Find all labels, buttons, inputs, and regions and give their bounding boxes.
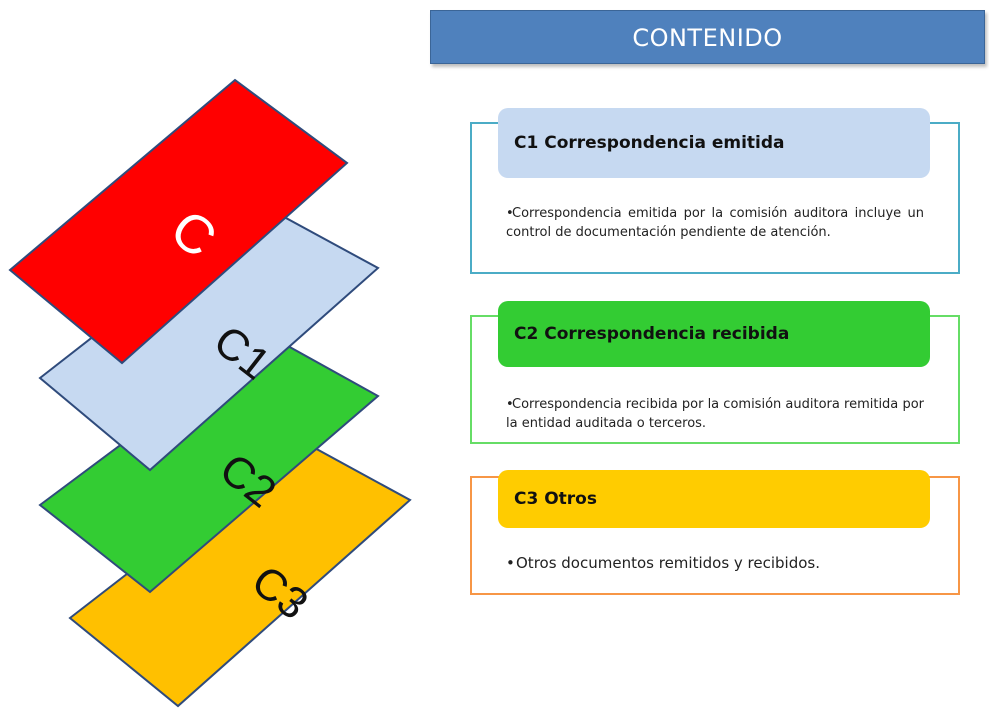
section-c1-description: •Correspondencia emitida por la comisión… [506, 204, 924, 242]
section-c3-bullet: • [506, 554, 515, 572]
section-c2-description: •Correspondencia recibida por la comisió… [506, 395, 924, 433]
section-c1-text: Correspondencia emitida por la comisión … [506, 206, 924, 240]
section-c3-text: Otros documentos remitidos y recibidos. [516, 554, 820, 572]
section-c2-title: C2 Correspondencia recibida [498, 301, 930, 367]
stacked-cards-illustration: C3 C2 C1 C [8, 78, 412, 708]
section-c3-title: C3 Otros [498, 470, 930, 528]
section-c2: C2 Correspondencia recibida •Corresponde… [470, 301, 960, 444]
section-c3: C3 Otros •Otros documentos remitidos y r… [470, 470, 960, 595]
section-c2-text: Correspondencia recibida por la comisión… [506, 397, 924, 431]
section-c2-bullet: • [506, 397, 514, 412]
contenido-header: CONTENIDO [430, 10, 985, 64]
card-c: C [8, 78, 349, 365]
section-c1-title: C1 Correspondencia emitida [498, 108, 930, 178]
section-c3-description: •Otros documentos remitidos y recibidos. [506, 554, 924, 573]
section-c1-bullet: • [506, 206, 514, 221]
section-c1: C1 Correspondencia emitida •Corresponden… [470, 108, 960, 274]
